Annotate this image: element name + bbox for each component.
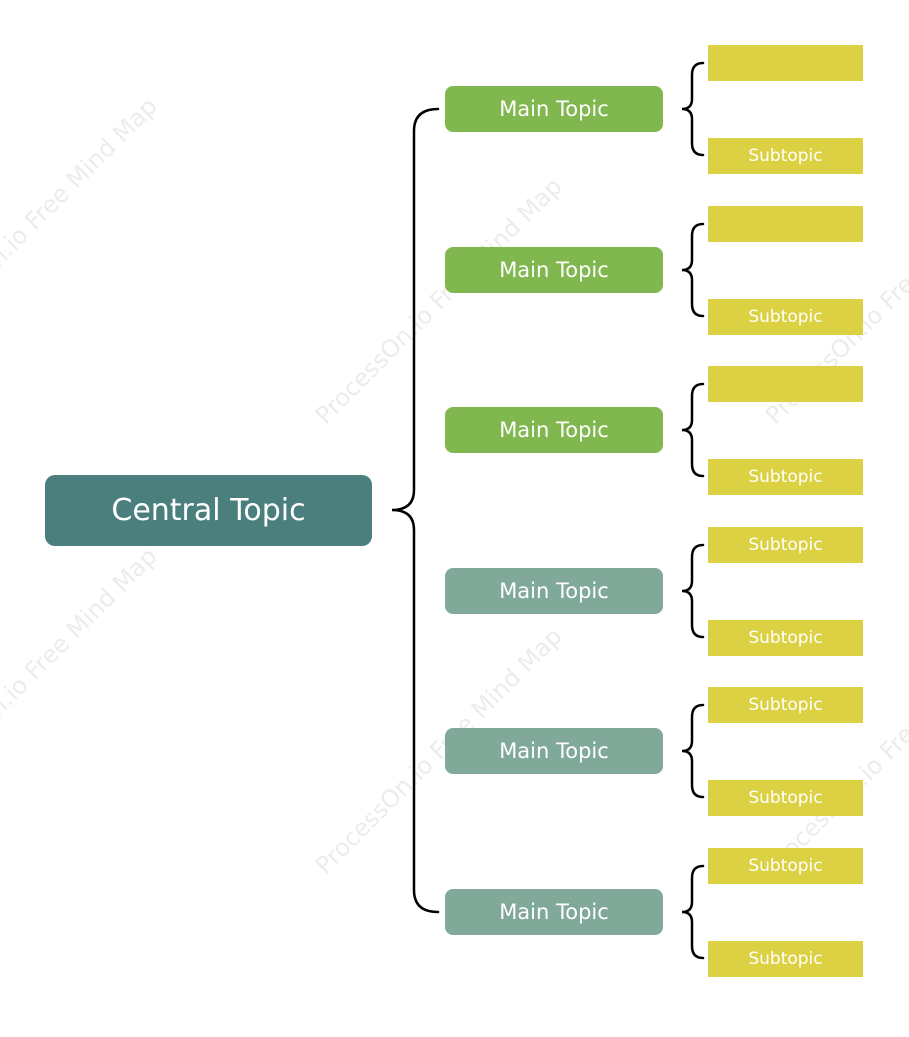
subtopic-label: Subtopic [748, 307, 823, 327]
subtopic[interactable]: Subtopic [708, 848, 863, 884]
main-topic[interactable]: Main Topic [445, 407, 663, 453]
subtopic[interactable]: Subtopic [708, 620, 863, 656]
central-brace-connector [391, 107, 440, 914]
central-topic[interactable]: Central Topic [45, 475, 372, 546]
main-topic-label: Main Topic [499, 900, 609, 924]
subtopic[interactable] [708, 45, 863, 81]
subtopic[interactable]: Subtopic [708, 687, 863, 723]
main-topic[interactable]: Main Topic [445, 568, 663, 614]
subtopic[interactable]: Subtopic [708, 459, 863, 495]
topic-brace-connector [681, 382, 705, 478]
subtopic[interactable]: Subtopic [708, 941, 863, 977]
central-topic-label: Central Topic [111, 493, 306, 528]
topic-brace-connector [681, 703, 705, 799]
main-topic-label: Main Topic [499, 97, 609, 121]
main-topic-label: Main Topic [499, 418, 609, 442]
subtopic[interactable] [708, 206, 863, 242]
subtopic-label: Subtopic [748, 467, 823, 487]
subtopic[interactable]: Subtopic [708, 138, 863, 174]
subtopic-label: Subtopic [748, 856, 823, 876]
main-topic[interactable]: Main Topic [445, 247, 663, 293]
subtopic[interactable] [708, 366, 863, 402]
main-topic-label: Main Topic [499, 739, 609, 763]
subtopic-label: Subtopic [748, 535, 823, 555]
subtopic-label: Subtopic [748, 949, 823, 969]
subtopic[interactable]: Subtopic [708, 299, 863, 335]
main-topic[interactable]: Main Topic [445, 728, 663, 774]
main-topic[interactable]: Main Topic [445, 889, 663, 935]
main-topic-label: Main Topic [499, 579, 609, 603]
subtopic[interactable]: Subtopic [708, 780, 863, 816]
subtopic-label: Subtopic [748, 146, 823, 166]
subtopic[interactable]: Subtopic [708, 527, 863, 563]
topic-brace-connector [681, 543, 705, 639]
subtopic-label: Subtopic [748, 628, 823, 648]
subtopic-label: Subtopic [748, 695, 823, 715]
topic-brace-connector [681, 864, 705, 960]
subtopic-label: Subtopic [748, 788, 823, 808]
topic-brace-connector [681, 222, 705, 318]
main-topic-label: Main Topic [499, 258, 609, 282]
main-topic[interactable]: Main Topic [445, 86, 663, 132]
topic-brace-connector [681, 61, 705, 157]
